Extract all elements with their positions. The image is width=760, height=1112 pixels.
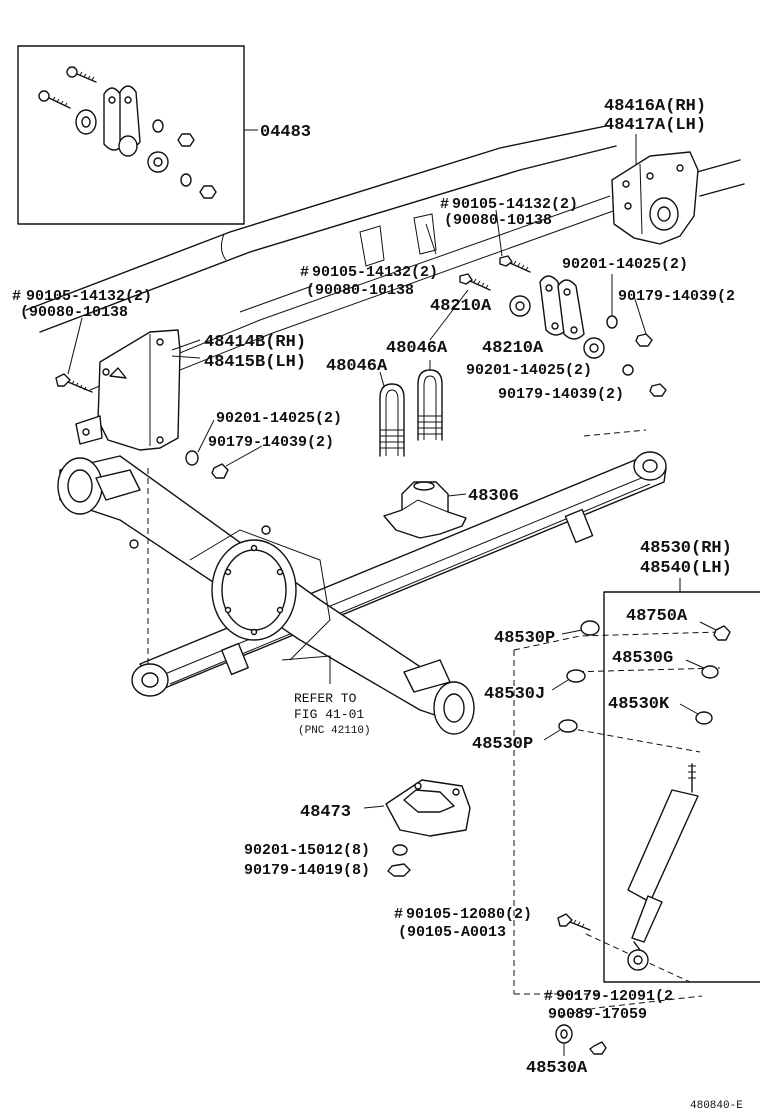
- front-hanger-icon: [75, 329, 181, 451]
- marker-hash-5: #: [544, 988, 553, 1005]
- label-washer-mid: 90201-14025(2): [466, 362, 592, 379]
- inset-washer-2-icon: [180, 173, 192, 187]
- shock-absorber-icon: [627, 763, 699, 971]
- label-bolt-b-1: 90105-14132(2): [312, 264, 438, 281]
- label-nut-shock-1: 90179-12091(2: [556, 988, 673, 1005]
- kit-inset: [17, 45, 258, 225]
- label-48530k: 48530K: [608, 695, 670, 714]
- label-bolt-b-2: (90080-10138: [306, 282, 414, 299]
- label-48540: 48540(LH): [640, 559, 732, 578]
- bolt-mid-icon: [459, 273, 491, 291]
- label-washer-left: 90201-14025(2): [216, 410, 342, 427]
- label-48416a: 48416A(RH): [604, 97, 706, 116]
- label-bolt-c-1: 90105-14132(2): [26, 288, 152, 305]
- cushion-j-icon: [566, 669, 586, 683]
- label-48417a: 48417A(LH): [604, 116, 706, 135]
- label-refer-2: FIG 41-01: [294, 707, 364, 722]
- label-washer-top: 90201-14025(2): [562, 256, 688, 273]
- inset-bolt-icon: [66, 66, 97, 83]
- label-48210a-1: 48210A: [430, 297, 492, 316]
- label-48415b: 48415B(LH): [204, 353, 306, 372]
- cushion-k-icon: [695, 711, 713, 725]
- label-48750a: 48750A: [626, 607, 688, 626]
- inset-washer-icon: [152, 119, 164, 133]
- label-bolt-shock-2: (90105-A0013: [398, 924, 506, 941]
- marker-hash-1: #: [440, 196, 449, 213]
- label-nut-seat: 90179-14019(8): [244, 862, 370, 879]
- inset-nut-icon: [177, 133, 195, 147]
- bolt-top-icon: [499, 255, 531, 273]
- label-washer-seat: 90201-15012(8): [244, 842, 370, 859]
- inset-bushing-2-icon: [147, 151, 169, 173]
- bolt-shock-icon: [557, 913, 591, 931]
- label-nut-shock-2: 90089-17059: [548, 1006, 647, 1023]
- nut-seat-icon: [387, 863, 411, 877]
- label-48473: 48473: [300, 803, 351, 822]
- u-bolt-2-icon: [417, 369, 443, 441]
- label-bolt-a-1: 90105-14132(2): [452, 196, 578, 213]
- bolt-left-icon: [55, 373, 93, 393]
- label-48530p-top: 48530P: [494, 629, 555, 648]
- label-04483: 04483: [260, 123, 311, 142]
- shackle-icon: [539, 275, 585, 340]
- rear-bracket-icon: [611, 151, 699, 245]
- label-bolt-c-2: (90080-10138: [20, 304, 128, 321]
- figure-code: 480840-E: [690, 1100, 743, 1112]
- label-48530: 48530(RH): [640, 539, 732, 558]
- bushing-lower-icon: [583, 337, 605, 359]
- washer-seat-icon: [392, 844, 408, 856]
- washer-top-icon: [606, 315, 618, 329]
- label-nut-mid: 90179-14039(2): [498, 386, 624, 403]
- marker-hash-3: #: [12, 288, 21, 305]
- label-refer-1: REFER TO: [294, 691, 357, 706]
- inset-bushing-icon: [75, 109, 97, 135]
- label-bolt-a-2: (90080-10138: [444, 212, 552, 229]
- label-bolt-shock-1: 90105-12080(2): [406, 906, 532, 923]
- axle-housing-icon: [57, 455, 475, 735]
- u-bolt-icon: [379, 383, 405, 457]
- label-48306: 48306: [468, 487, 519, 506]
- nut-left-icon: [211, 463, 229, 479]
- bushing-upper-icon: [509, 295, 531, 317]
- bushing-48530a-icon: [555, 1024, 573, 1044]
- label-48530a: 48530A: [526, 1059, 588, 1078]
- label-nut-top: 90179-14039(2: [618, 288, 735, 305]
- label-48530p-bot: 48530P: [472, 735, 533, 754]
- label-48046a-2: 48046A: [326, 357, 388, 376]
- label-48530g: 48530G: [612, 649, 673, 668]
- labels: 04483 48416A(RH) 48417A(LH) # 90105-1413…: [12, 97, 743, 1112]
- label-nut-left: 90179-14039(2): [208, 434, 334, 451]
- label-48046a-1: 48046A: [386, 339, 448, 358]
- label-48414b: 48414B(RH): [204, 333, 306, 352]
- inset-nut-2-icon: [199, 185, 217, 199]
- nut-shock-icon: [589, 1041, 607, 1055]
- label-48210a-2: 48210A: [482, 339, 544, 358]
- nut-mid-icon: [649, 383, 667, 397]
- washer-left-icon: [185, 450, 199, 466]
- inset-bolt-2-icon: [38, 90, 71, 109]
- cushion-g-icon: [701, 665, 719, 679]
- label-48530j: 48530J: [484, 685, 545, 704]
- cushion-p-bot-icon: [558, 719, 578, 733]
- shock-group-box: [603, 591, 760, 983]
- inset-shackle-icon: [103, 85, 141, 157]
- nut-top-icon: [635, 333, 653, 347]
- nut-48750a-icon: [713, 625, 731, 641]
- marker-hash-2: #: [300, 264, 309, 281]
- bump-stopper-icon: [383, 481, 467, 539]
- spring-seat-icon: [385, 779, 471, 837]
- cushion-p-top-icon: [580, 620, 600, 636]
- washer-mid-icon: [622, 364, 634, 376]
- marker-hash-4: #: [394, 906, 403, 923]
- label-refer-3: (PNC 42110): [298, 725, 371, 737]
